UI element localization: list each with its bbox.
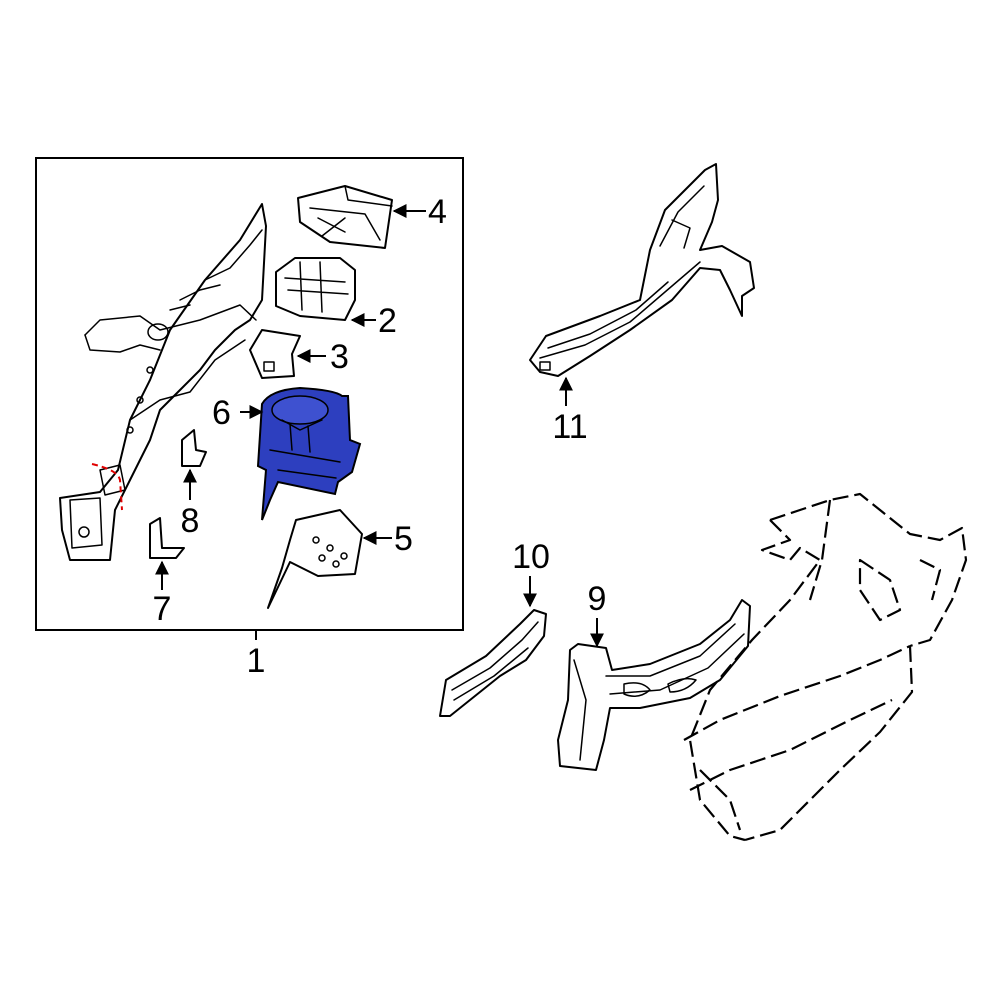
callout-5[interactable]: 5 [394, 520, 413, 558]
part-6-opening [271, 395, 329, 425]
callout-11[interactable]: 11 [552, 408, 587, 446]
part-3[interactable] [249, 329, 301, 379]
cut-marker [91, 463, 123, 511]
callout-9[interactable]: 9 [588, 580, 607, 618]
quarter-panel-outline [683, 492, 968, 842]
part-4[interactable] [297, 185, 393, 249]
part-9[interactable] [557, 599, 751, 771]
part-8[interactable] [181, 429, 207, 467]
callout-10[interactable]: 10 [512, 538, 550, 576]
frame-rail-part[interactable] [59, 203, 267, 561]
part-6-highlighted[interactable] [256, 386, 362, 521]
callout-3[interactable]: 3 [330, 338, 349, 376]
part-10[interactable] [439, 609, 547, 717]
callout-8[interactable]: 8 [181, 502, 200, 540]
part-5[interactable] [267, 509, 363, 609]
part-11[interactable] [529, 163, 755, 377]
callout-2[interactable]: 2 [378, 302, 397, 340]
assembly-1-frame [35, 157, 464, 631]
callout-7[interactable]: 7 [153, 590, 172, 628]
callout-4[interactable]: 4 [428, 193, 447, 231]
callout-6[interactable]: 6 [212, 394, 231, 432]
callout-1[interactable]: 1 [247, 642, 266, 680]
part-2[interactable] [275, 257, 356, 321]
part-7[interactable] [149, 517, 185, 559]
